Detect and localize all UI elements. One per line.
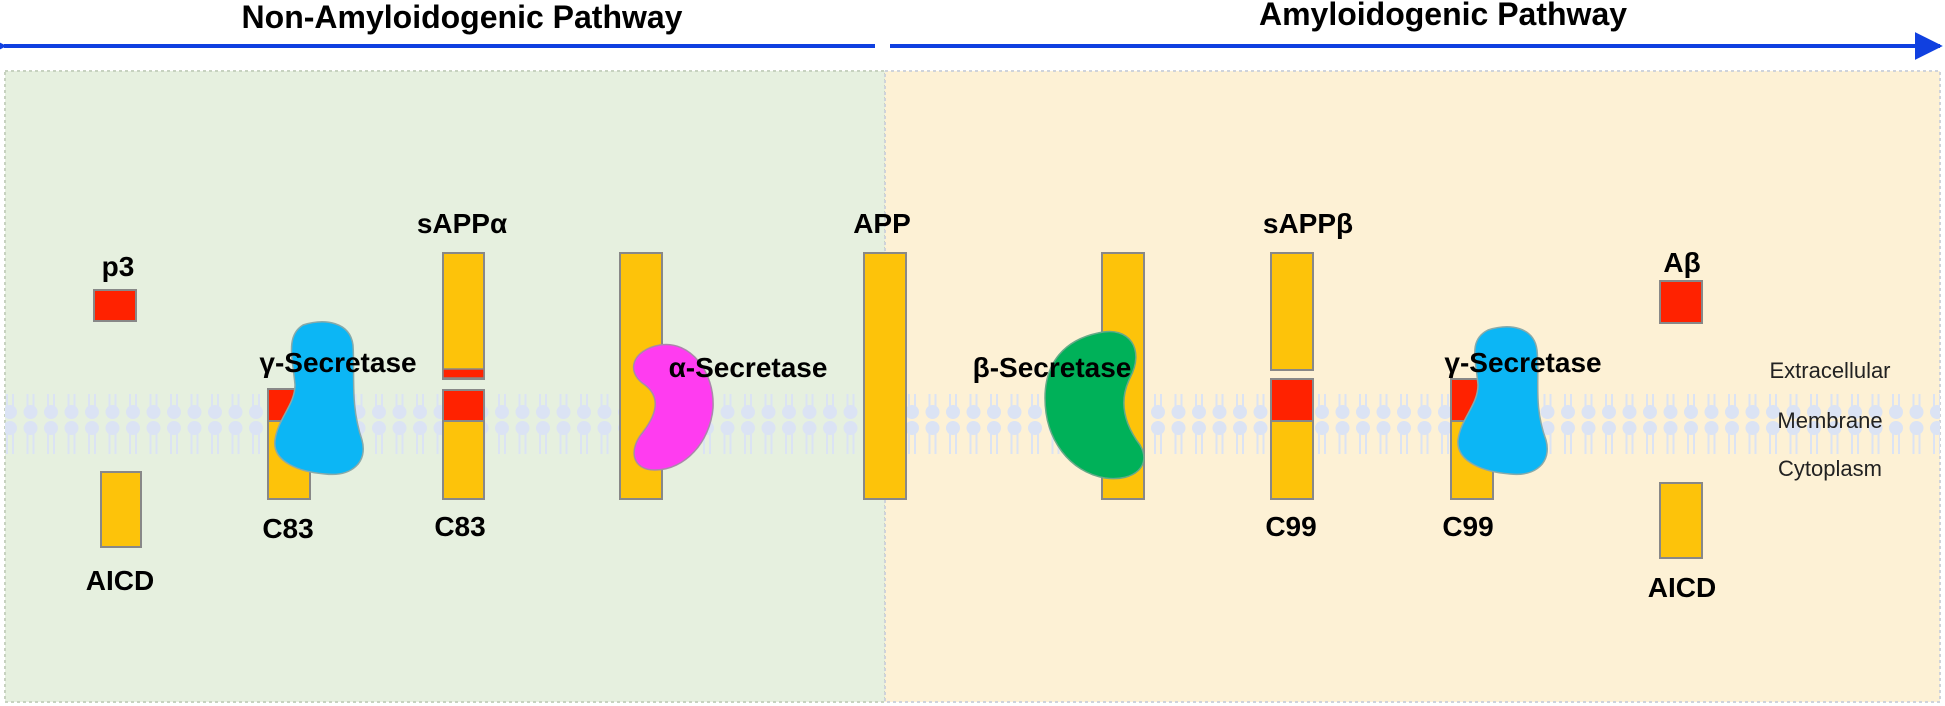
app-label: APP xyxy=(853,208,911,239)
membrane-label: Membrane xyxy=(1777,408,1882,433)
gamma-secretase-right-label: γ-Secretase xyxy=(1444,347,1601,378)
cytoplasm-label: Cytoplasm xyxy=(1778,456,1882,481)
sappa-label: sAPPα xyxy=(417,208,507,239)
beta-secretase xyxy=(1044,330,1145,480)
sappa-cut-segment xyxy=(442,368,485,379)
c83-left-label: C83 xyxy=(262,513,313,544)
p3-label: p3 xyxy=(102,251,135,282)
amyloidogenic-panel xyxy=(884,70,1941,703)
amyloidogenic-title: Amyloidogenic Pathway xyxy=(1259,0,1627,32)
c99-left-label: C99 xyxy=(1265,511,1316,542)
gamma-secretase-left-label: γ-Secretase xyxy=(259,347,416,378)
c83-right-amyloid-segment xyxy=(442,389,485,422)
c83-right-label: C83 xyxy=(434,511,485,542)
aicd-left-label: AICD xyxy=(86,565,154,596)
aicd-left-fragment xyxy=(100,471,142,548)
c99-left-amyloid-segment xyxy=(1270,378,1314,422)
non-amyloidogenic-panel xyxy=(4,70,886,703)
gamma-secretase-right xyxy=(1457,326,1548,476)
sappa-fragment xyxy=(442,252,485,380)
abeta-label: Aβ xyxy=(1663,247,1700,278)
alpha-secretase-label: α-Secretase xyxy=(669,352,828,383)
abeta-fragment xyxy=(1659,280,1703,324)
app-protein xyxy=(863,252,907,500)
extracellular-label: Extracellular xyxy=(1769,358,1890,383)
sappb-label: sAPPβ xyxy=(1263,208,1353,239)
aicd-right-label: AICD xyxy=(1648,572,1716,603)
beta-secretase-label: β-Secretase xyxy=(973,352,1132,383)
non-amyloidogenic-title: Non-Amyloidogenic Pathway xyxy=(242,0,683,35)
c99-right-label: C99 xyxy=(1442,511,1493,542)
gamma-secretase-left xyxy=(274,321,364,476)
aicd-right-fragment xyxy=(1659,482,1703,559)
sappb-fragment xyxy=(1270,252,1314,371)
p3-fragment xyxy=(93,289,137,322)
alpha-secretase xyxy=(633,343,714,471)
